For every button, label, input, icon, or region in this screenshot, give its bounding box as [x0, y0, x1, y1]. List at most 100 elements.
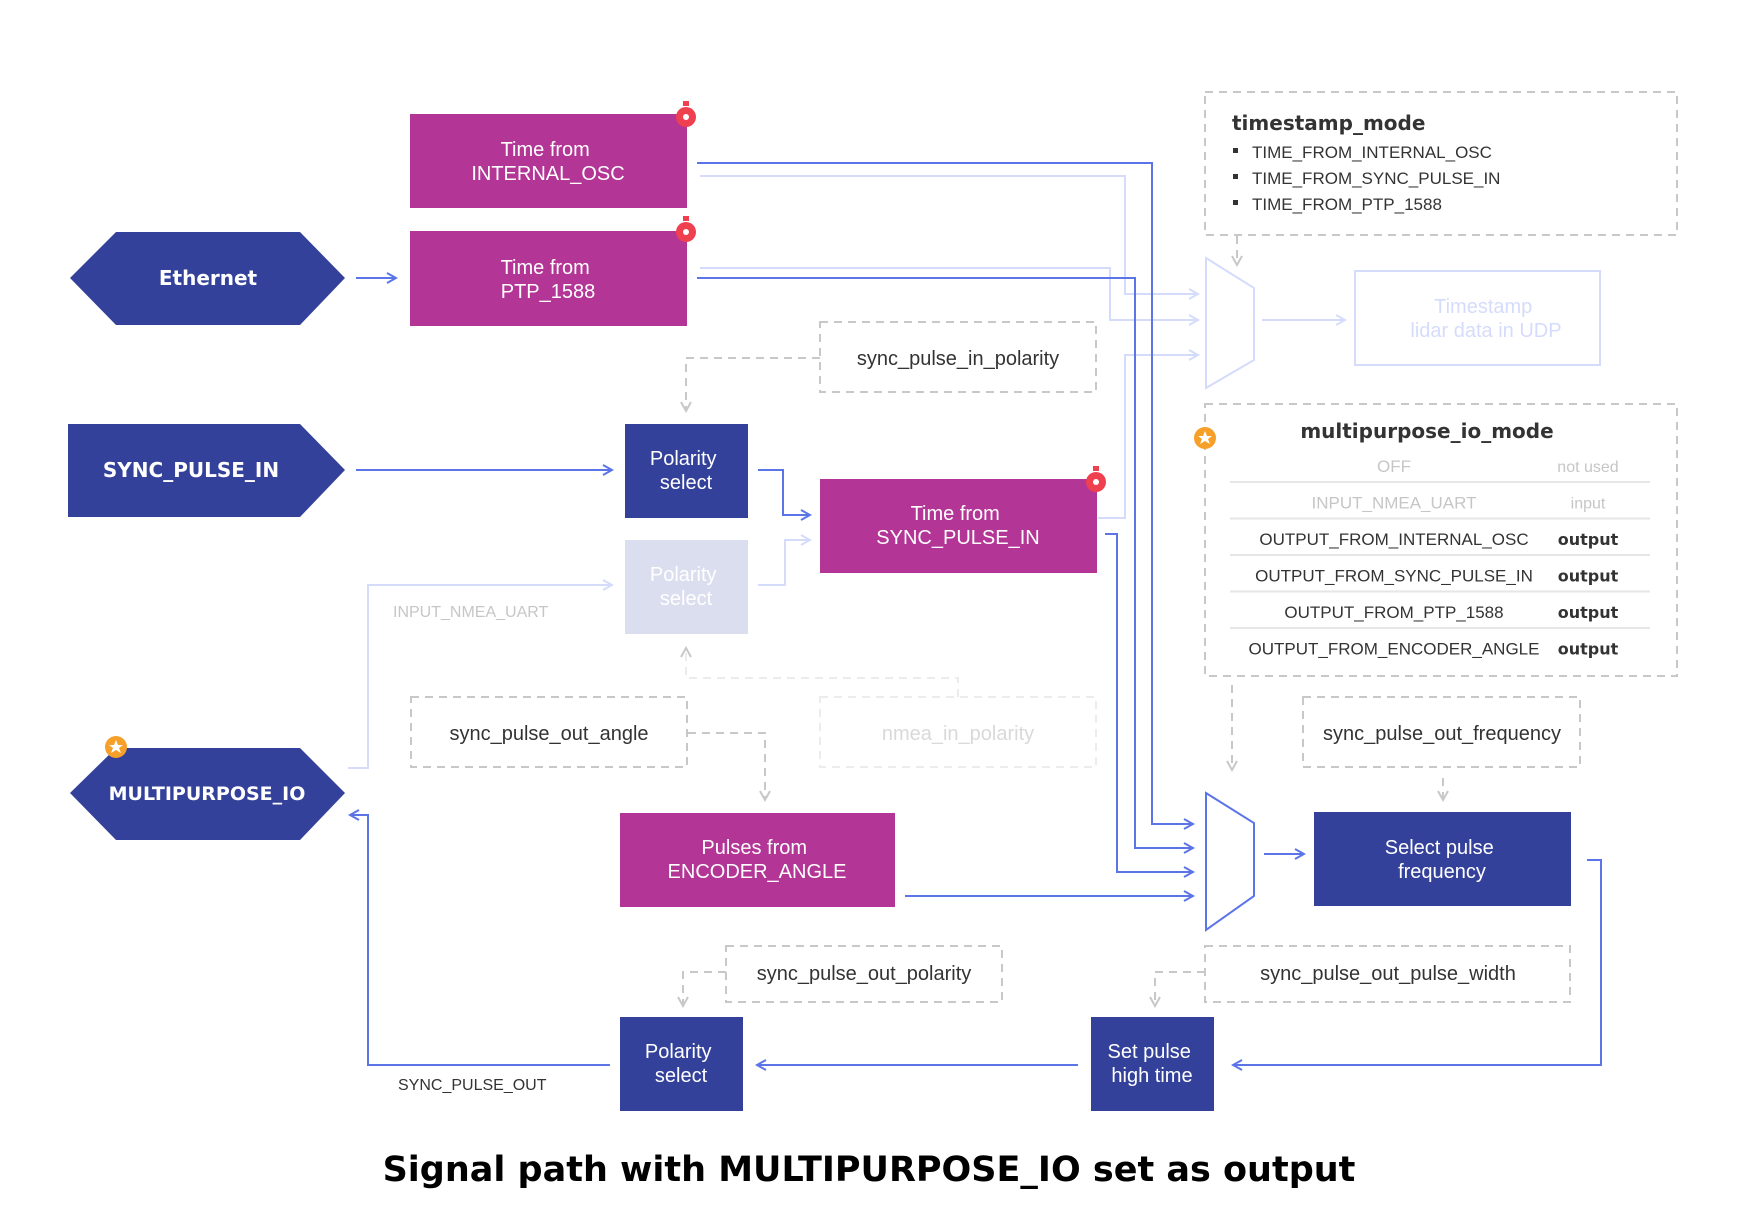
mode-cell: INPUT_NMEA_UART [1312, 494, 1477, 513]
block-time-sync-pulse-in[interactable]: Time from SYNC_PULSE_IN [820, 479, 1097, 573]
svg-text:Polarity select: Polarity select [645, 1041, 717, 1087]
param-nmea-in-polarity-label: nmea_in_polarity [882, 723, 1034, 745]
block-set-pulse-high-time-line-1: Set pulse [1108, 1041, 1191, 1063]
mode-cell: OUTPUT_FROM_ENCODER_ANGLE [1249, 640, 1540, 659]
param-sync-pulse-out-polarity-label: sync_pulse_out_polarity [757, 963, 972, 985]
timestamp-mode-item: TIME_FROM_SYNC_PULSE_IN [1252, 169, 1500, 188]
connector-sync-pulse-out-polarity [683, 971, 726, 1006]
timestamp-mode-panel: timestamp_mode TIME_FROM_INTERNAL_OSC TI… [1204, 91, 1678, 236]
connector-ptp-to-timestamp-mux [700, 267, 1198, 320]
block-timestamp-lidar-line-1: Timestamp [1434, 296, 1532, 318]
multipurpose-io-mode-panel: multipurpose_io_mode OFF not usedINPUT_NM… [1204, 403, 1678, 677]
timestamp-mode-title: timestamp_mode [1232, 111, 1425, 135]
connector-sync-time-to-timestamp-mux [1098, 355, 1198, 519]
svg-text:Polarity select: Polarity select [650, 448, 722, 494]
connector-multipurpose-to-polarity-nmea [348, 585, 612, 769]
diagram-caption: Signal path with MULTIPURPOSE_IO set as … [382, 1150, 1356, 1190]
faded-connectors [348, 175, 1345, 769]
block-time-internal-osc-line-1: Time from [501, 139, 590, 161]
block-polarity-select-in-line-2: select [660, 472, 713, 494]
connector-internal-osc-to-output-mux [697, 162, 1193, 824]
block-polarity-select-out[interactable]: Polarity select [620, 1017, 743, 1111]
block-timestamp-lidar-line-2: lidar data in UDP [1410, 320, 1561, 342]
use-cell: output [1558, 640, 1619, 659]
output-mux [1205, 791, 1255, 932]
timestamp-mode-bullet [1233, 148, 1238, 153]
use-cell: output [1558, 567, 1619, 586]
stopwatch-icon [1086, 466, 1106, 492]
block-polarity-select-nmea-line-2: select [660, 588, 713, 610]
block-polarity-select-out-line-2: select [655, 1065, 708, 1087]
active-connectors [350, 162, 1602, 1066]
block-set-pulse-high-time[interactable]: Set pulse high time [1091, 1017, 1214, 1111]
connector-internal-osc-to-timestamp-mux [700, 175, 1198, 294]
svg-text:Timestamp lidar data in: Timestamp lidar data in UDP [1410, 296, 1561, 342]
mode-cell: OUTPUT_FROM_SYNC_PULSE_IN [1255, 567, 1533, 586]
block-time-ptp-1588-line-2: PTP_1588 [501, 281, 596, 303]
port-ethernet-label: Ethernet [159, 266, 258, 290]
param-nmea-in-polarity[interactable]: nmea_in_polarity [819, 696, 1097, 768]
signal-label-input-nmea-uart: INPUT_NMEA_UART [393, 604, 549, 621]
use-cell: output [1558, 530, 1619, 549]
timestamp-mode-item: TIME_FROM_PTP_1588 [1252, 195, 1442, 214]
block-polarity-select-in[interactable]: Polarity select [625, 424, 748, 518]
connector-frequency-to-high-time [1233, 859, 1602, 1065]
connector-sync-pulse-out-pulse-width [1155, 971, 1205, 1006]
mode-cell: OFF [1377, 457, 1411, 476]
svg-text:Select pulse frequency: Select pulse frequency [1385, 837, 1500, 883]
param-sync-pulse-out-frequency-label: sync_pulse_out_frequency [1323, 723, 1561, 745]
block-pulses-encoder-angle[interactable]: Pulses from ENCODER_ANGLE [620, 813, 895, 907]
block-time-ptp-1588-line-1: Time from [501, 257, 590, 279]
connector-sync-pulse-in-polarity [686, 357, 820, 411]
connector-sync-time-to-output-mux [1105, 533, 1193, 872]
param-sync-pulse-out-polarity[interactable]: sync_pulse_out_polarity [725, 945, 1003, 1003]
param-sync-pulse-out-frequency[interactable]: sync_pulse_out_frequency [1302, 696, 1581, 768]
block-time-internal-osc[interactable]: Time from INTERNAL_OSC [410, 114, 687, 208]
mode-cell: OUTPUT_FROM_PTP_1588 [1284, 603, 1503, 622]
signal-label-sync-pulse-out: SYNC_PULSE_OUT [398, 1077, 547, 1094]
port-multipurpose-io-label: MULTIPURPOSE_IO [109, 783, 306, 805]
port-multipurpose-io[interactable]: MULTIPURPOSE_IO [70, 748, 345, 840]
timestamp-mux [1205, 256, 1255, 390]
connector-polarity-out-to-multipurpose [350, 815, 610, 1066]
timestamp-mode-item: TIME_FROM_INTERNAL_OSC [1252, 143, 1492, 162]
block-select-pulse-frequency[interactable]: Select pulse frequency [1314, 812, 1571, 906]
param-sync-pulse-out-angle-label: sync_pulse_out_angle [449, 723, 648, 745]
block-set-pulse-high-time-line-2: high time [1111, 1065, 1192, 1087]
connector-nmea-in-polarity [686, 648, 959, 697]
svg-text:Time from SYNC_PULSE_IN: Time from SYNC_PULSE_IN [876, 503, 1039, 549]
connector-polarity-nmea-to-sync-time [758, 540, 810, 586]
block-timestamp-lidar[interactable]: Timestamp lidar data in UDP [1354, 270, 1601, 366]
param-sync-pulse-in-polarity[interactable]: sync_pulse_in_polarity [819, 321, 1097, 393]
stopwatch-icon [676, 101, 696, 127]
svg-text:Time from PTP_1588: Time from PTP_1588 [501, 257, 596, 303]
port-sync-pulse-in-label: SYNC_PULSE_IN [103, 458, 279, 482]
use-cell: not used [1557, 459, 1618, 476]
svg-text:Polarity select: Polarity select [650, 564, 722, 610]
param-sync-pulse-out-angle[interactable]: sync_pulse_out_angle [410, 696, 688, 768]
param-sync-pulse-out-pulse-width[interactable]: sync_pulse_out_pulse_width [1204, 945, 1571, 1003]
block-polarity-select-nmea-line-1: Polarity [650, 564, 717, 586]
port-sync-pulse-in[interactable]: SYNC_PULSE_IN [68, 424, 345, 517]
use-cell: input [1571, 496, 1606, 513]
block-time-ptp-1588[interactable]: Time from PTP_1588 [410, 231, 687, 326]
block-polarity-select-in-line-1: Polarity [650, 448, 717, 470]
faded-parameter-connectors [686, 648, 959, 697]
star-badge-icon [105, 736, 127, 758]
block-pulses-encoder-angle-line-1: Pulses from [701, 837, 807, 859]
param-sync-pulse-out-pulse-width-label: sync_pulse_out_pulse_width [1260, 963, 1516, 985]
multipurpose-io-mode-title: multipurpose_io_mode [1300, 419, 1553, 443]
block-polarity-select-nmea[interactable]: Polarity select [625, 540, 748, 634]
param-sync-pulse-in-polarity-label: sync_pulse_in_polarity [857, 348, 1059, 370]
timestamp-mode-bullet [1233, 174, 1238, 179]
port-ethernet[interactable]: Ethernet [70, 232, 345, 325]
connector-sync-pulse-out-angle [688, 732, 765, 800]
svg-text:Time from INTERNAL_OSC: Time from INTERNAL_OSC [471, 139, 624, 185]
block-time-sync-pulse-in-line-2: SYNC_PULSE_IN [876, 527, 1039, 549]
block-select-pulse-frequency-line-1: Select pulse [1385, 837, 1494, 859]
block-time-sync-pulse-in-line-1: Time from [911, 503, 1000, 525]
svg-text:Set pulse high time: Set pulse high time [1108, 1041, 1197, 1087]
mode-cell: OUTPUT_FROM_INTERNAL_OSC [1259, 530, 1528, 549]
